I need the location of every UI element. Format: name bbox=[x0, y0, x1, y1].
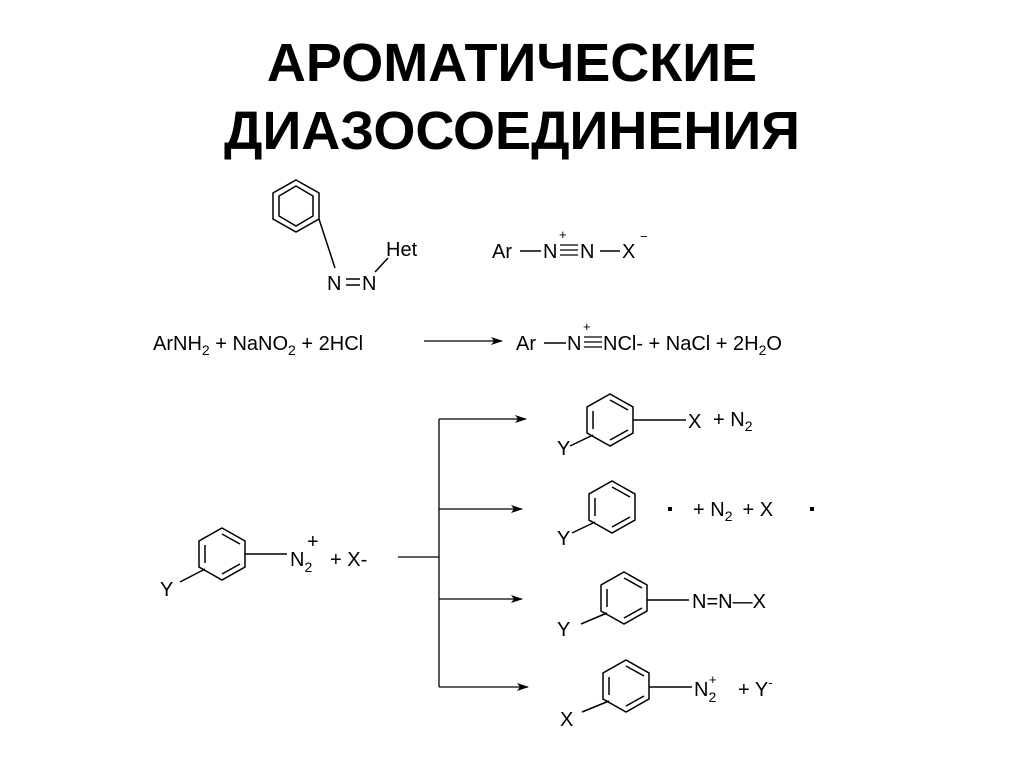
azo-het-label: Het bbox=[386, 239, 418, 261]
diazonium-minus: − bbox=[640, 229, 648, 244]
product-3-y: Y bbox=[557, 619, 570, 641]
diazonium-ar: Ar bbox=[492, 241, 512, 263]
product-1-y: Y bbox=[557, 438, 570, 460]
product-4 bbox=[581, 659, 692, 713]
azo-compound bbox=[272, 179, 389, 286]
branch-lines bbox=[398, 415, 529, 691]
diazonium-n2: N bbox=[580, 241, 594, 263]
product-4-x: X bbox=[560, 709, 573, 731]
reactant-ring bbox=[179, 527, 287, 583]
product-2 bbox=[571, 480, 636, 534]
product-1 bbox=[569, 393, 686, 447]
product-4-plus: + bbox=[709, 672, 717, 687]
product-3-group: N=N—X bbox=[692, 591, 766, 613]
equation-rhs-ar: Ar bbox=[516, 333, 536, 355]
product-2-tail: + N2+ X bbox=[693, 499, 773, 524]
product-3 bbox=[580, 571, 689, 625]
reactant-plus: + bbox=[307, 531, 319, 553]
product-2-y: Y bbox=[557, 528, 570, 550]
diazonium-n1: N bbox=[543, 241, 557, 263]
equation-rhs: NCl- + NaCl + 2H2O bbox=[603, 333, 782, 358]
equation-lhs: ArNH2 + NaNO2 + 2HCl bbox=[153, 333, 363, 358]
azo-n-left: N bbox=[327, 273, 341, 295]
equation-rhs-n: N bbox=[567, 333, 581, 355]
product-4-tail: + Y- bbox=[738, 675, 773, 701]
product-2-x-radical-dot bbox=[810, 507, 814, 511]
reactant-x-minus: + X- bbox=[330, 549, 367, 571]
title-line-2: ДИАЗОСОЕДИНЕНИЯ bbox=[224, 101, 800, 161]
azo-n-right: N bbox=[362, 273, 376, 295]
benzene-ring bbox=[272, 179, 320, 233]
equation-rhs-plus: + bbox=[583, 319, 591, 334]
diazonium-x: X bbox=[622, 241, 635, 263]
product-4-group: N2 bbox=[694, 679, 716, 705]
product-1-x: X bbox=[688, 411, 701, 433]
title-line-1: АРОМАТИЧЕСКИЕ bbox=[266, 33, 758, 93]
product-2-radical-dot bbox=[668, 507, 672, 511]
diazonium-plus: + bbox=[559, 227, 567, 242]
product-1-tail: + N2 bbox=[713, 409, 753, 434]
reactant-n: N2 bbox=[290, 549, 312, 575]
reactant-y: Y bbox=[160, 579, 173, 601]
benzene-ring-inner bbox=[278, 185, 314, 227]
